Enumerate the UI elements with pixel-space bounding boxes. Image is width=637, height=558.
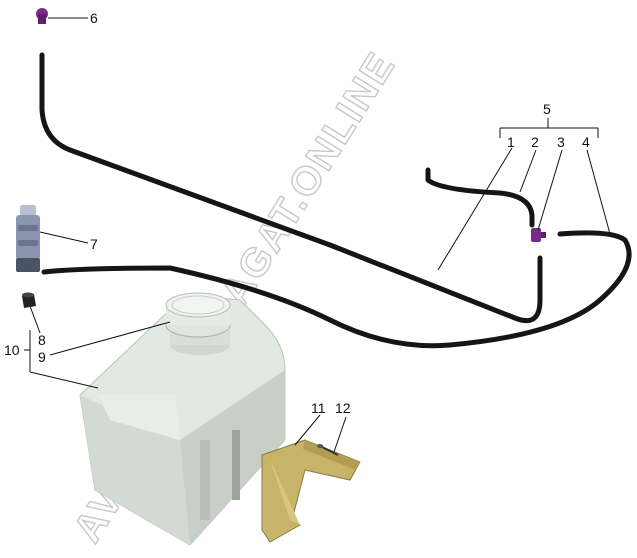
callout-2: 2 <box>531 134 539 150</box>
bracket-part-11 <box>261 439 361 543</box>
hose-short <box>425 167 535 228</box>
callout-4: 4 <box>582 134 590 150</box>
callout-12: 12 <box>335 400 351 416</box>
callout-5: 5 <box>543 101 551 117</box>
callout-10: 10 <box>4 342 20 358</box>
hose-pump <box>41 230 632 349</box>
callout-9: 9 <box>38 349 46 365</box>
callout-1: 1 <box>507 134 515 150</box>
connector-part-3 <box>531 228 546 242</box>
callout-3: 3 <box>557 134 565 150</box>
tank-part-10 <box>79 292 286 546</box>
callout-6: 6 <box>90 10 98 26</box>
nozzle-part-6 <box>36 8 48 24</box>
screw-part-12 <box>317 444 339 456</box>
leader-lines <box>24 17 611 453</box>
callout-7: 7 <box>90 236 98 252</box>
cap-part-9 <box>165 292 231 338</box>
hose-long <box>39 52 543 324</box>
grommet-part-8 <box>22 292 36 308</box>
callout-8: 8 <box>38 332 46 348</box>
callout-11: 11 <box>311 400 326 416</box>
pump-part-7 <box>16 205 40 272</box>
